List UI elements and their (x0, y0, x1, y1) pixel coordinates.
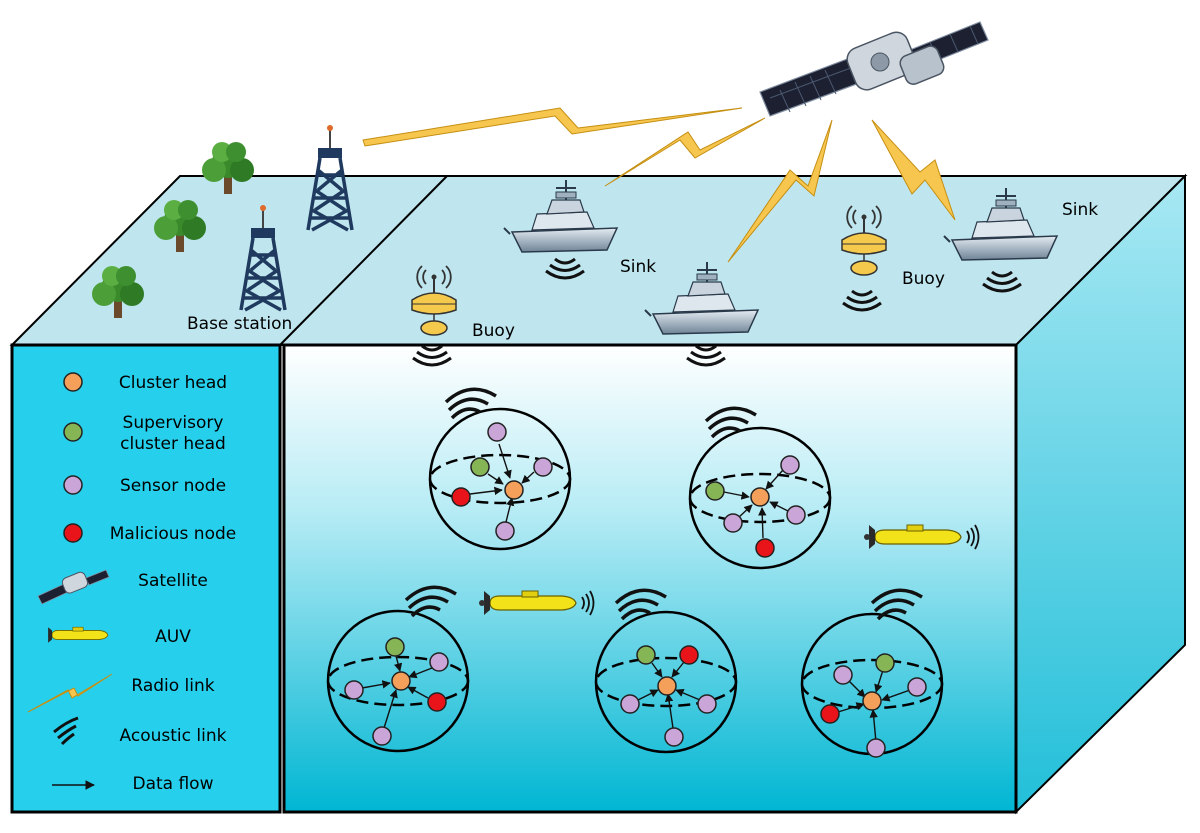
sensor-node (533, 457, 553, 477)
legend-sensor-node-label: Sensor node (120, 476, 226, 496)
buoy-label: Buoy (472, 321, 515, 341)
satellite-icon (759, 21, 989, 117)
malicious-node (451, 487, 471, 507)
legend-auv-label: AUV (155, 627, 191, 647)
legend: Cluster head Supervisory cluster head Se… (27, 372, 236, 794)
cluster-head-node (504, 480, 524, 500)
sensor-node (866, 738, 886, 758)
sensor-node (786, 505, 806, 525)
sensor-node (723, 513, 743, 533)
satellite-icon (37, 569, 110, 605)
supervisory-cluster-head-node (705, 481, 725, 501)
lightning-icon (27, 673, 113, 713)
legend-satellite-label: Satellite (138, 571, 208, 591)
cluster-head-node (657, 676, 677, 696)
buoy-label: Buoy (902, 269, 945, 289)
malicious-node (427, 692, 447, 712)
green-circle-icon (63, 422, 83, 442)
malicious-node (679, 645, 699, 665)
supervisory-cluster-head-node (636, 645, 656, 665)
sensor-node (620, 694, 640, 714)
sensor-node (344, 680, 364, 700)
sensor-node (833, 665, 853, 685)
legend-acoustic-link-label: Acoustic link (120, 726, 227, 746)
cluster-sphere (428, 387, 572, 551)
malicious-node (820, 704, 840, 724)
radio-link-lightning (362, 107, 956, 263)
sensor-node (907, 677, 927, 697)
legend-panel (10, 343, 282, 814)
sensor-node (372, 726, 392, 746)
sensor-node (487, 422, 507, 442)
legend-malicious-node-label: Malicious node (110, 524, 236, 544)
purple-circle-icon (63, 475, 83, 495)
legend-data-flow-label: Data flow (132, 774, 213, 794)
cluster-head-node (750, 487, 770, 507)
sensor-node (664, 727, 684, 747)
sensor-node (429, 652, 449, 672)
cluster-sphere (594, 588, 738, 754)
malicious-node (755, 538, 775, 558)
cluster-sphere (800, 588, 944, 758)
sensor-node (780, 455, 800, 475)
sink-label: Sink (620, 257, 656, 277)
sink-label: Sink (1062, 200, 1098, 220)
supervisory-cluster-head-node (875, 653, 895, 673)
cluster-sphere (326, 585, 470, 753)
legend-radio-link-label: Radio link (131, 676, 214, 696)
acoustic-wave-icon (53, 716, 79, 746)
supervisory-cluster-head-node (470, 457, 490, 477)
cluster-sphere (688, 406, 832, 570)
base-station-label: Base station (187, 314, 292, 334)
sensor-node (495, 521, 515, 541)
legend-supervisory-label-line2: cluster head (120, 434, 226, 454)
supervisory-cluster-head-node (385, 637, 405, 657)
orange-circle-icon (63, 372, 83, 392)
cluster-head-node (391, 671, 411, 691)
legend-cluster-head-label: Cluster head (119, 373, 227, 393)
legend-supervisory-label: Supervisory (123, 413, 224, 433)
underwater-region (282, 343, 1018, 814)
red-circle-icon (63, 523, 83, 543)
cluster-head-node (862, 691, 882, 711)
auv-icon (48, 626, 109, 643)
sensor-node (697, 694, 717, 714)
